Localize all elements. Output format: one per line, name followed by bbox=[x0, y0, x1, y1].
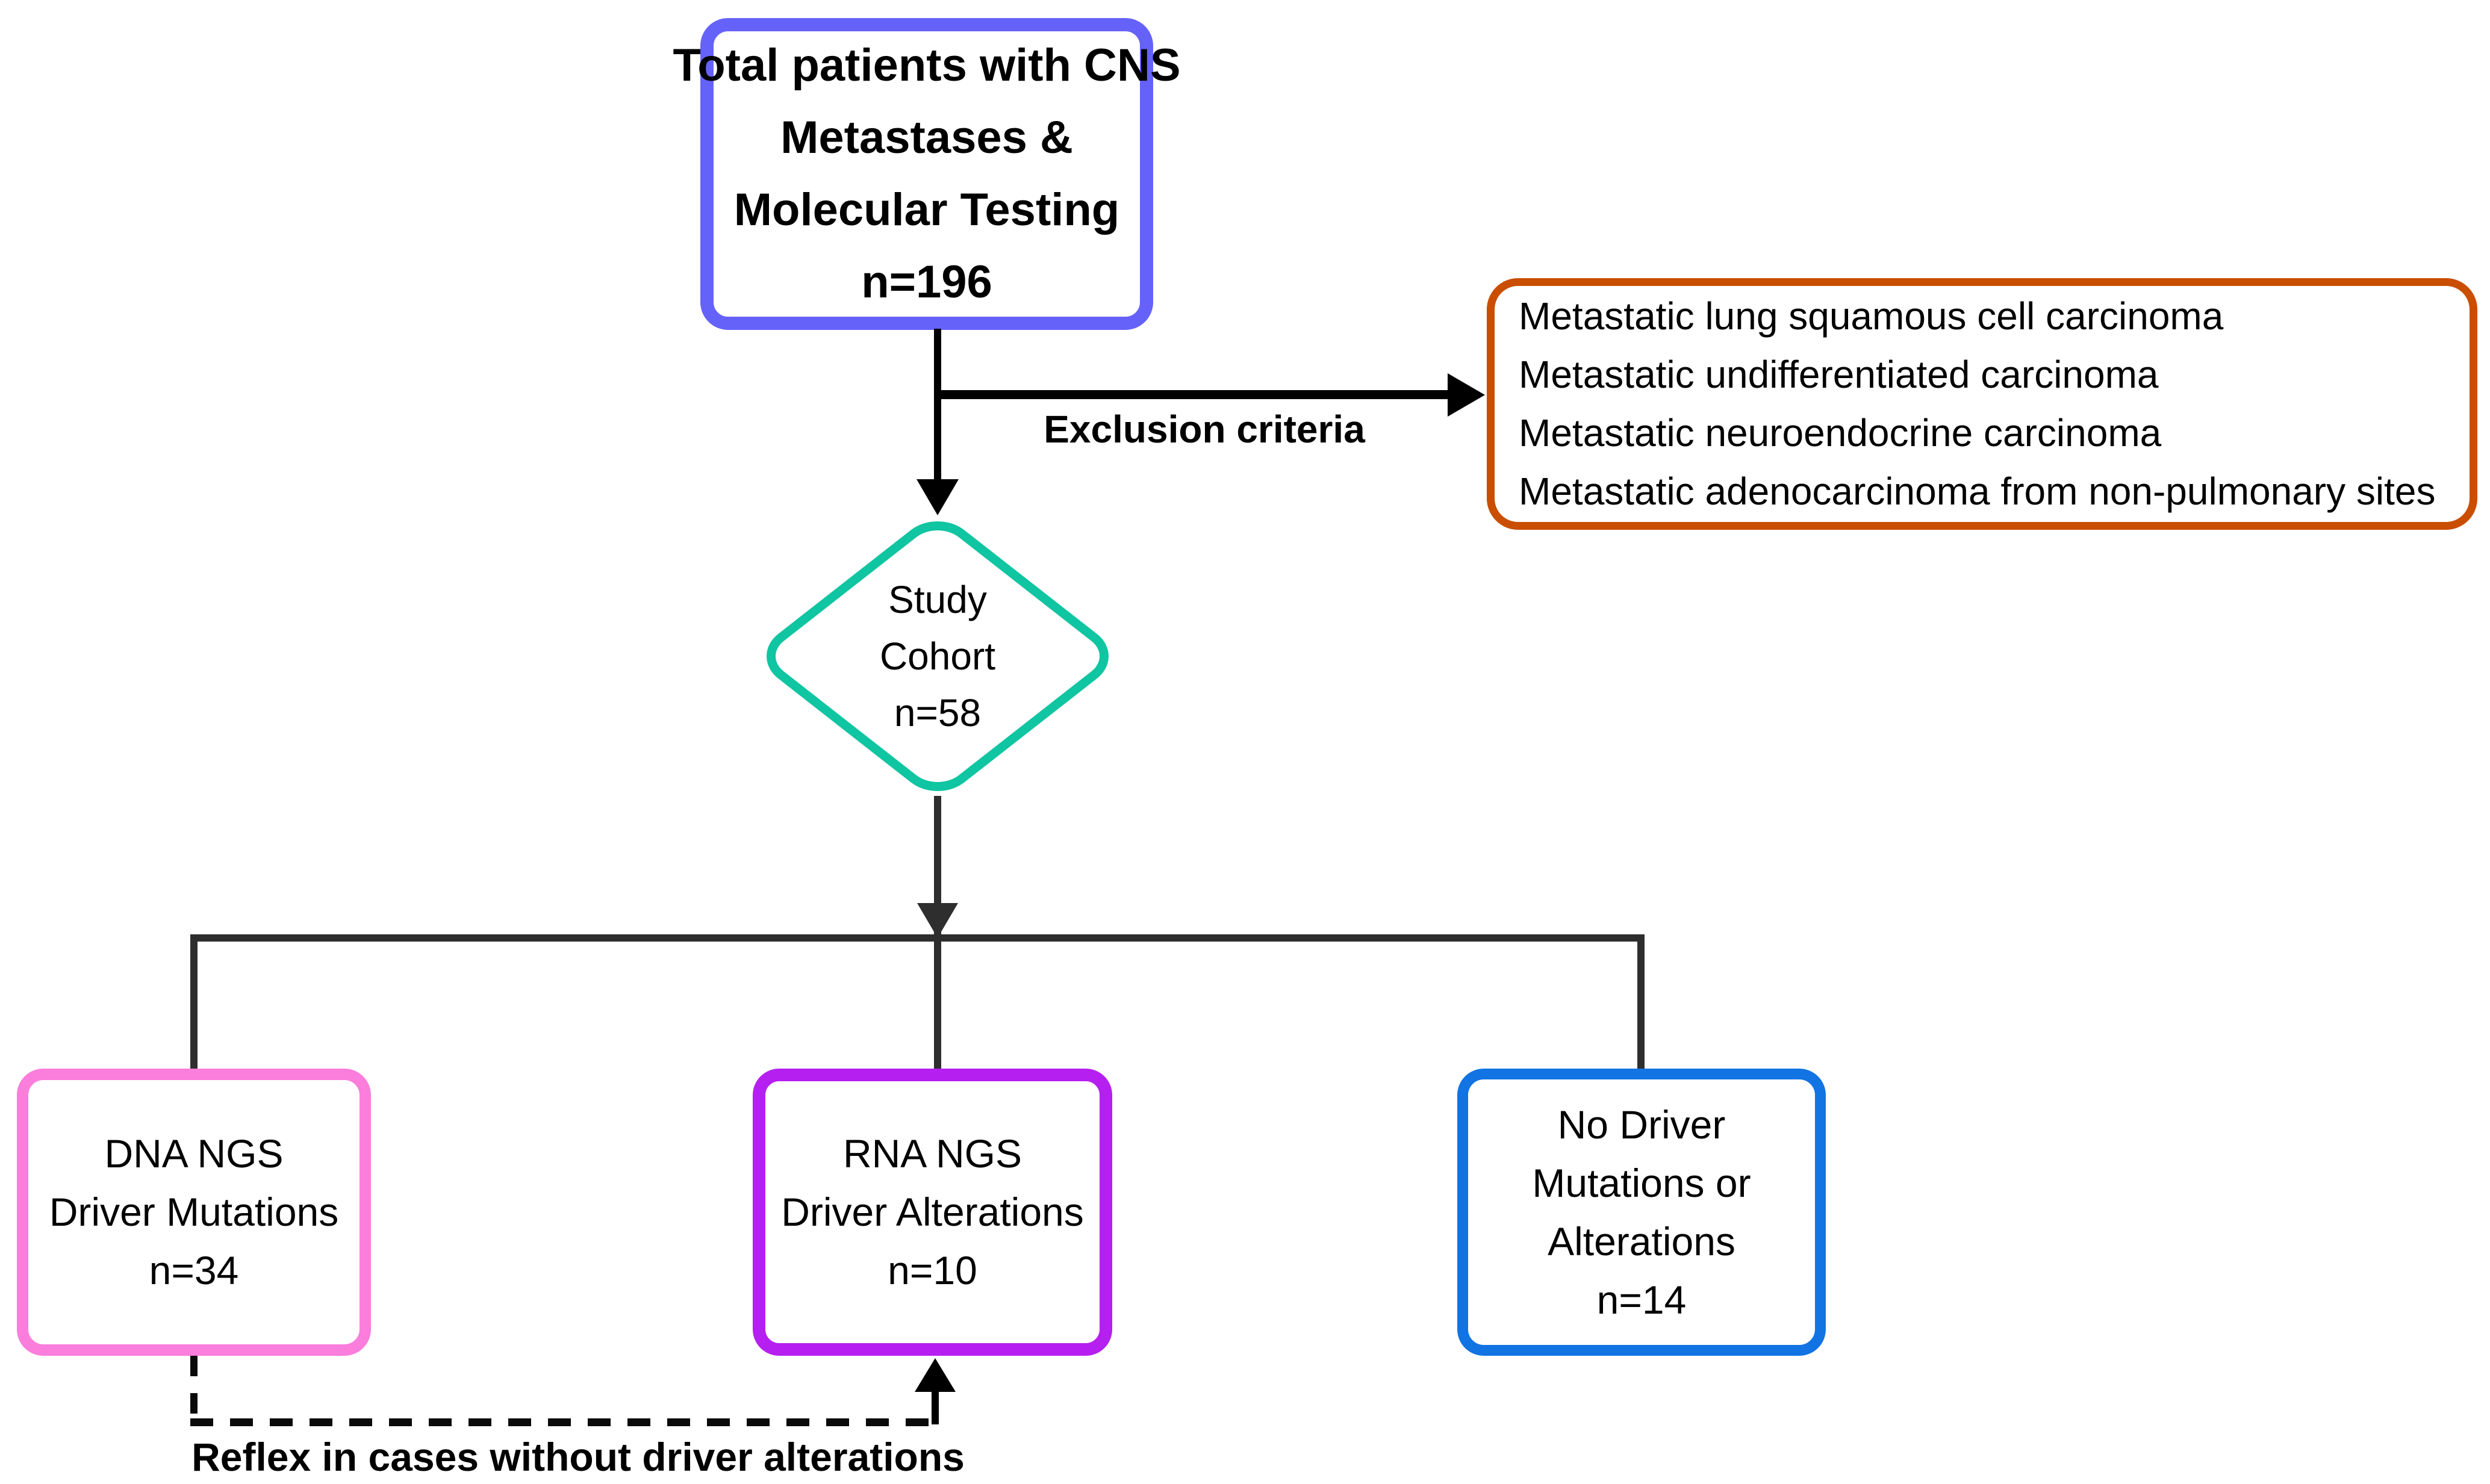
label-exclusion-criteria: Exclusion criteria bbox=[1044, 408, 1365, 451]
connector-branch-to-dna bbox=[190, 934, 198, 1070]
connector-total-to-cohort bbox=[934, 329, 941, 483]
node-no-driver: No Driver Mutations or Alterations n=14 bbox=[1457, 1069, 1826, 1356]
node-text-line: Alterations bbox=[1548, 1219, 1735, 1264]
arrowhead-down-icon bbox=[917, 903, 958, 938]
node-text-line: n=34 bbox=[149, 1248, 239, 1293]
node-text-line: RNA NGS bbox=[842, 1131, 1022, 1176]
exclusion-item: Metastatic lung squamous cell carcinoma bbox=[1519, 294, 2224, 338]
node-text-line: Molecular Testing bbox=[733, 184, 1120, 235]
node-total-patients: Total patients with CNS Metastases & Mol… bbox=[673, 18, 1181, 330]
diamond-shape bbox=[745, 503, 1130, 810]
connector-reflex-up bbox=[932, 1385, 939, 1424]
node-text-line: Driver Mutations bbox=[49, 1190, 339, 1234]
node-text-line: n=196 bbox=[861, 256, 992, 308]
node-rna-ngs: RNA NGS Driver Alterations n=10 bbox=[753, 1069, 1112, 1356]
label-reflex: Reflex in cases without driver alteratio… bbox=[191, 1435, 965, 1479]
connector-branch-to-none bbox=[1637, 934, 1645, 1070]
connector-reflex-dashed-horizontal bbox=[190, 1418, 937, 1426]
connector-branch-horizontal bbox=[191, 934, 1645, 942]
arrowhead-down-icon bbox=[917, 479, 959, 515]
node-text-line: Driver Alterations bbox=[781, 1190, 1084, 1234]
node-dna-ngs: DNA NGS Driver Mutations n=34 bbox=[17, 1069, 371, 1356]
node-text-line: Mutations or bbox=[1532, 1160, 1751, 1205]
arrowhead-right-icon bbox=[1448, 373, 1485, 417]
node-text-line: No Driver bbox=[1557, 1102, 1726, 1147]
exclusion-item: Metastatic adenocarcinoma from non-pulmo… bbox=[1519, 470, 2436, 513]
connector-exclusion-arrow bbox=[934, 390, 1451, 399]
node-text-line: n=58 bbox=[894, 691, 982, 734]
node-study-cohort: Study Cohort n=58 bbox=[745, 503, 1130, 810]
node-text-line: Cohort bbox=[879, 635, 996, 678]
arrowhead-up-icon bbox=[915, 1358, 956, 1392]
node-text-line: n=14 bbox=[1596, 1277, 1687, 1322]
exclusion-item: Metastatic undifferentiated carcinoma bbox=[1519, 353, 2159, 396]
node-text-line: Metastases & bbox=[780, 112, 1073, 163]
node-text-line: Study bbox=[888, 578, 987, 621]
node-text-line: Total patients with CNS bbox=[673, 40, 1181, 91]
node-text-line: DNA NGS bbox=[104, 1131, 284, 1176]
connector-reflex-dashed-vertical bbox=[190, 1356, 198, 1424]
node-exclusion-list: Metastatic lung squamous cell carcinoma … bbox=[1487, 278, 2477, 530]
diamond-text: Study Cohort n=58 bbox=[745, 503, 1130, 810]
node-text-line: n=10 bbox=[888, 1248, 977, 1293]
exclusion-item: Metastatic neuroendocrine carcinoma bbox=[1519, 411, 2162, 455]
